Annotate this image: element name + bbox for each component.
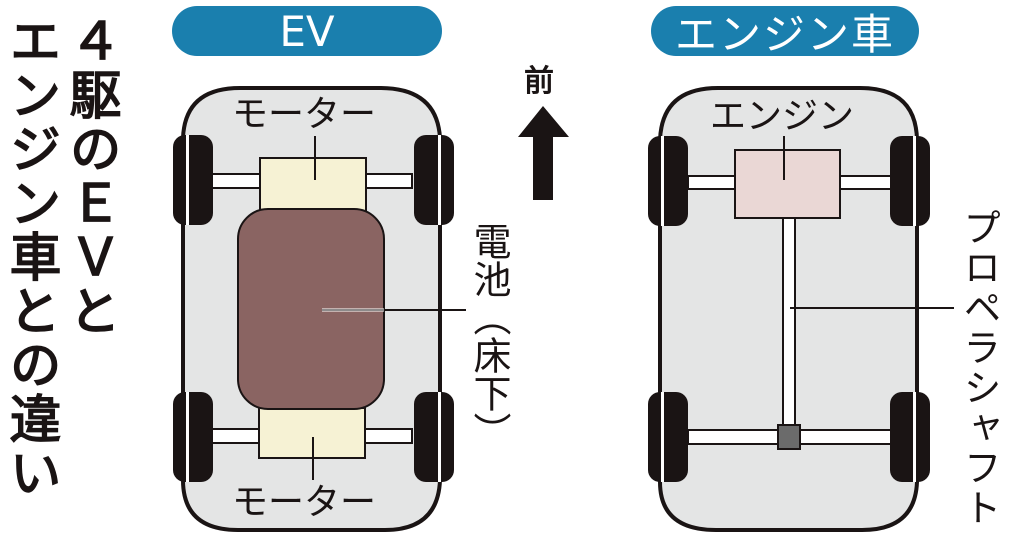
engine-wheel-front-left: [648, 136, 688, 226]
engine-block: [734, 149, 841, 219]
title-line-1: ４駆のＥＶと: [60, 14, 120, 338]
rear-differential: [777, 424, 801, 450]
engine-car: エンジン: [648, 86, 954, 532]
ev-front-motor: [259, 157, 367, 217]
ev-wheel-rear-left: [173, 392, 213, 482]
ev-header-label: EV: [279, 6, 335, 56]
ev-rear-motor-label: モーター: [232, 482, 376, 523]
ev-wheel-front-left: [173, 135, 213, 225]
engine-wheel-front-right: [890, 136, 930, 226]
engine-car-header-label: エンジン車: [674, 9, 895, 59]
engine-label: エンジン: [710, 96, 854, 137]
propeller-shaft-label: プロペラシャフト: [957, 208, 1001, 528]
battery-label: 電池（床下）: [467, 222, 511, 450]
arrow-up-icon: [518, 106, 569, 200]
engine-wheel-rear-right: [890, 392, 930, 482]
engine-car-header: エンジン車: [651, 6, 919, 59]
ev-wheel-rear-right: [414, 392, 454, 482]
engine-wheel-rear-left: [648, 392, 688, 482]
title-line-2: エンジン車との違い: [0, 14, 60, 500]
ev-wheel-front-right: [414, 135, 454, 225]
ev-car: モーター モーター: [173, 86, 466, 532]
ev-front-motor-label: モーター: [232, 94, 376, 135]
front-label: 前: [524, 64, 554, 99]
propeller-shaft: [782, 217, 796, 431]
ev-header: EV: [172, 6, 442, 56]
